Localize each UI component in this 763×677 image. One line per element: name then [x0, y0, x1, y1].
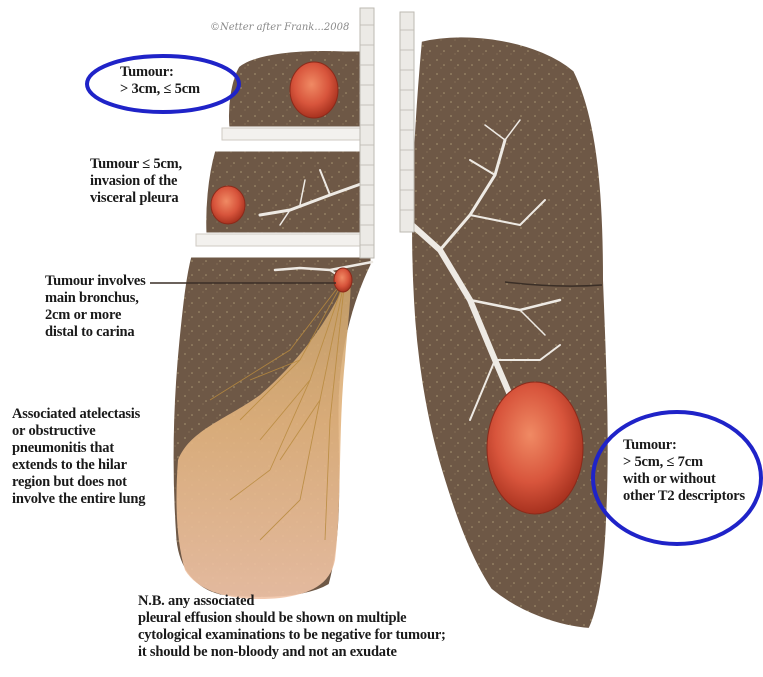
label-tumour-visceral: Tumour ≤ 5cm, invasion of the visceral p…	[90, 156, 182, 207]
pleural-tumour	[211, 186, 245, 224]
upper-tumour	[290, 62, 338, 118]
artist-signature: ©Netter after Frank...2008	[210, 22, 349, 33]
left-lung	[172, 8, 374, 599]
slice-gap-1	[222, 128, 374, 140]
bronchus-tumour	[334, 268, 352, 292]
left-main-bronchus	[360, 8, 374, 258]
label-tumour-right: Tumour: > 5cm, ≤ 7cm with or without oth…	[623, 437, 745, 505]
footnote: N.B. any associated pleural effusion sho…	[138, 593, 446, 661]
slice-gap-2	[196, 234, 374, 246]
label-atelectasis: Associated atelectasis or obstructive pn…	[12, 406, 145, 508]
right-lung	[400, 12, 610, 630]
right-lung-body	[410, 35, 610, 630]
right-main-bronchus	[400, 12, 414, 232]
label-tumour-upper: Tumour: > 3cm, ≤ 5cm	[120, 64, 200, 98]
large-tumour	[487, 382, 583, 514]
label-tumour-bronchus: Tumour involves main bronchus, 2cm or mo…	[45, 273, 146, 341]
